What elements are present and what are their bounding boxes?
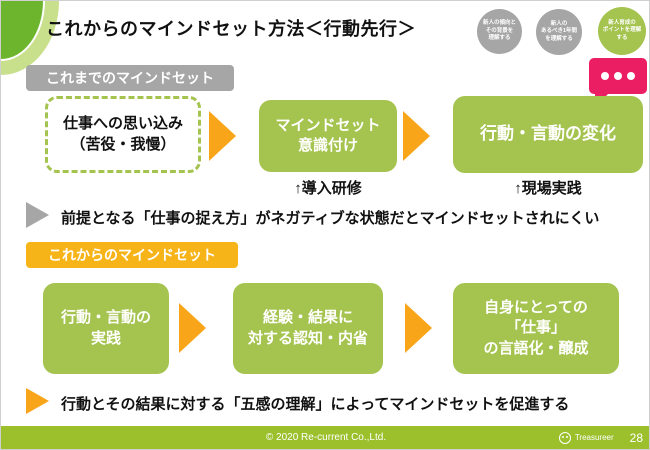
bubble-dot [627, 72, 635, 80]
agenda-circle-3-line: ポイントを理解 [602, 27, 642, 34]
page-number: 28 [629, 430, 643, 445]
after-step-2-text: 経験・結果に [262, 309, 353, 327]
footer-brand: Treasureer [574, 433, 614, 442]
before-step-1-box: 仕事への思い込み （苦役・我慢） [45, 96, 201, 173]
after-step-1-text: 実践 [90, 329, 121, 347]
agenda-circle-1-line: 新人の傾向と [482, 20, 516, 27]
before-step-2-text: マインドセット [275, 116, 381, 134]
flow-arrow-icon [179, 303, 206, 353]
note-pointer-yellow-icon [26, 388, 49, 414]
flow-arrow-icon [209, 111, 236, 161]
after-step-3-text: 「仕事」 [505, 319, 566, 337]
agenda-circle-2-line: を理解する [545, 35, 573, 42]
treasurer-logo-icon [558, 431, 571, 444]
agenda-circle-3-line: 新人育成の [608, 19, 636, 26]
bubble-dot [614, 72, 622, 80]
agenda-circle-1: 新人の傾向と その背景を 理解する [477, 9, 522, 54]
after-step-1-text: 行動・言動の [60, 309, 151, 327]
agenda-circle-1-line: 理解する [488, 35, 511, 42]
section-label-before: これまでのマインドセット [26, 65, 234, 91]
agenda-circle-2-line: 新人の [550, 20, 568, 27]
after-section-note: 行動とその結果に対する「五感の理解」によってマインドセットを促進する [61, 396, 570, 413]
after-step-2-box: 経験・結果に 対する認知・内省 [233, 283, 383, 374]
slide-footer: © 2020 Re-current Co.,Ltd. Treasureer 28 [1, 426, 649, 449]
before-section-note: 前提となる「仕事の捉え方」がネガティブな状態だとマインドセットされにくい [61, 210, 600, 227]
flow-arrow-icon [405, 303, 432, 353]
after-step-3-text: 自身にとっての [484, 299, 588, 317]
before-step-2-text: 意識付け [297, 137, 358, 154]
agenda-circle-1-line: その背景を [485, 27, 514, 34]
slide-title: これからのマインドセット方法＜行動先行＞ [46, 19, 416, 39]
flow-arrow-icon [403, 111, 430, 161]
before-step-3-box: 行動・言動の変化 [453, 96, 643, 173]
footer-copyright: © 2020 Re-current Co.,Ltd. [265, 432, 387, 443]
agenda-circle-2: 新人の あるべき1年間 を理解する [536, 9, 582, 55]
bubble-dot [601, 72, 609, 80]
before-step-1-text: （苦役・我慢） [70, 135, 176, 153]
after-step-3-text: の言語化・醸成 [483, 339, 589, 357]
section-label-after: これからのマインドセット [26, 242, 238, 268]
annotation-field-practice: ↑現場実践 [514, 180, 582, 197]
after-step-3-box: 自身にとっての 「仕事」 の言語化・醸成 [453, 283, 619, 374]
note-pointer-gray-icon [26, 202, 49, 228]
before-step-2-box: マインドセット 意識付け [259, 100, 397, 172]
speech-bubble-icon [589, 58, 647, 94]
agenda-circle-2-line: あるべき1年間 [540, 28, 578, 35]
agenda-circle-3-active: 新人育成の ポイントを理解 する [598, 7, 646, 55]
after-step-2-text: 対する認知・内省 [247, 329, 368, 347]
agenda-circle-3-line: する [616, 34, 628, 41]
before-step-1-text: 仕事への思い込み [62, 115, 183, 133]
after-step-1-box: 行動・言動の 実践 [43, 283, 169, 374]
before-step-3-text: 行動・言動の変化 [480, 124, 616, 144]
annotation-intro-training: ↑導入研修 [294, 180, 362, 197]
